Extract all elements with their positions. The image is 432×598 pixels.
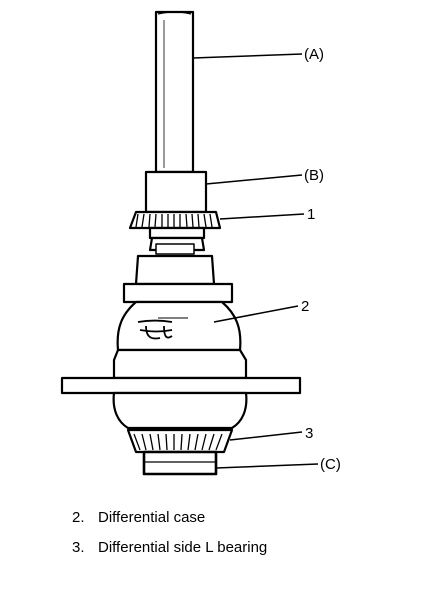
- legend-text: Differential side L bearing: [98, 539, 268, 556]
- legend-number: 2.: [72, 509, 85, 526]
- legend-item-side-bearing: 3. Differential side L bearing: [72, 539, 267, 557]
- legend-text: Differential case: [98, 509, 206, 526]
- legend-item-differential-case: 2. Differential case: [72, 509, 205, 527]
- callout-3: 3: [305, 425, 313, 442]
- callout-b: (B): [304, 167, 324, 184]
- callout-1: 1: [307, 206, 315, 223]
- differential-case: [60, 254, 302, 430]
- callout-c: (C): [320, 456, 341, 473]
- leader-lines: [192, 53, 319, 469]
- upper-bearing: [128, 210, 222, 255]
- tool-c-base: [142, 450, 218, 476]
- tool-b-collar: [144, 170, 208, 214]
- callout-a: (A): [304, 46, 324, 63]
- legend-number: 3.: [72, 539, 85, 556]
- tool-a-shaft: [154, 10, 195, 174]
- callout-2: 2: [301, 298, 309, 315]
- lower-bearing: [126, 428, 234, 454]
